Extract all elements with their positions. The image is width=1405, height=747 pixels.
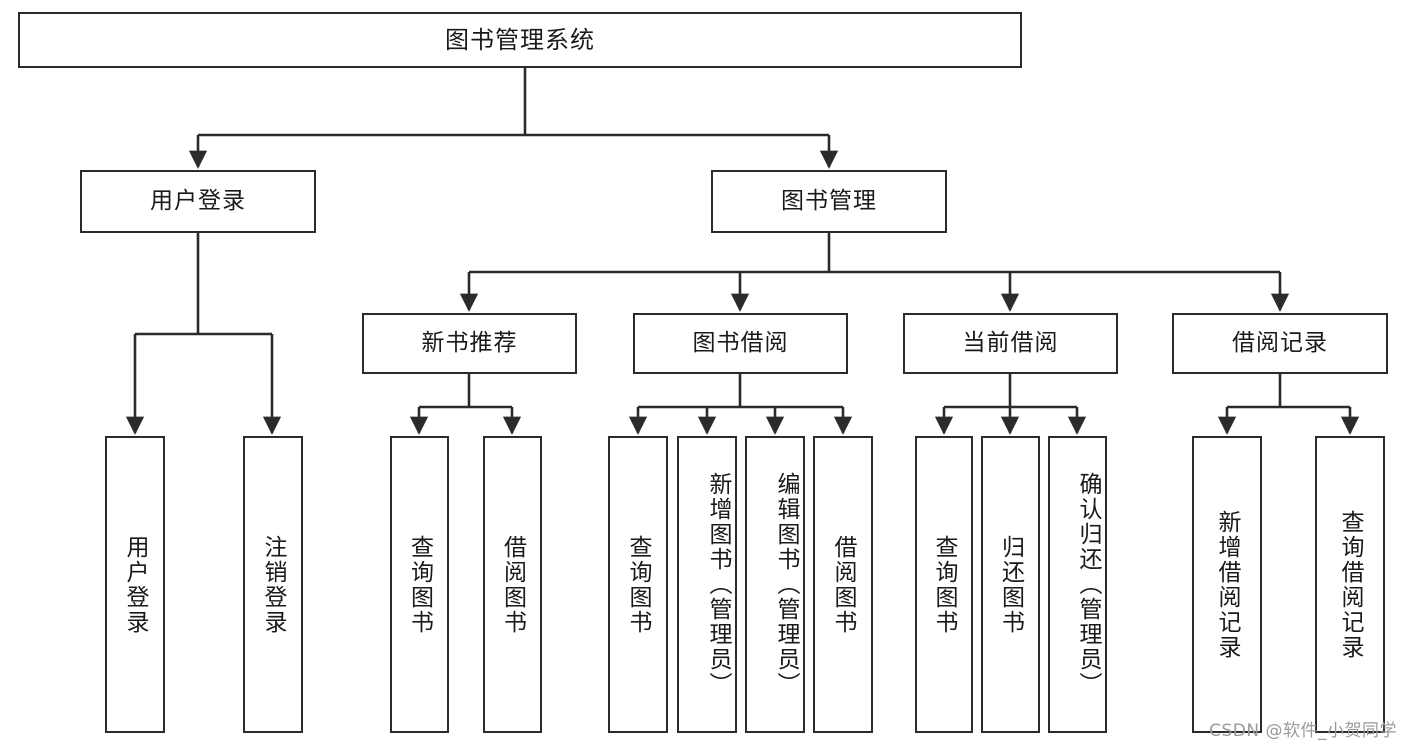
- node-label: 查询图书: [625, 534, 651, 635]
- node-label: 查询图书: [931, 534, 957, 635]
- node-label: 编辑图书（管理员）: [773, 472, 799, 697]
- node-label: 注销登录: [260, 534, 286, 635]
- node-label: 借阅记录: [1232, 329, 1328, 356]
- leaf-record-add[interactable]: 新增借阅记录: [1192, 436, 1262, 733]
- node-label: 确认归还（管理员）: [1075, 472, 1101, 697]
- node-current-borrow[interactable]: 当前借阅: [903, 313, 1118, 374]
- leaf-current-confirm-return[interactable]: 确认归还（管理员）: [1048, 436, 1107, 733]
- node-label: 借阅图书: [499, 534, 526, 635]
- leaf-borrow-query-book[interactable]: 查询图书: [608, 436, 668, 733]
- csdn-watermark: CSDN @软件_小贺同学: [1209, 721, 1397, 741]
- node-label: 借阅图书: [830, 534, 856, 635]
- node-label: 图书借阅: [692, 329, 789, 356]
- node-label: 归还图书: [997, 534, 1024, 635]
- leaf-record-query[interactable]: 查询借阅记录: [1315, 436, 1385, 733]
- node-root-library-system[interactable]: 图书管理系统: [18, 12, 1022, 68]
- leaf-logout-login[interactable]: 注销登录: [243, 436, 303, 733]
- leaf-new-book-borrow[interactable]: 借阅图书: [483, 436, 542, 733]
- node-label: 用户登录: [122, 534, 148, 635]
- node-label: 查询图书: [406, 534, 433, 635]
- leaf-user-login[interactable]: 用户登录: [105, 436, 165, 733]
- leaf-borrow-edit-book[interactable]: 编辑图书（管理员）: [745, 436, 805, 733]
- node-label: 当前借阅: [962, 329, 1059, 356]
- leaf-borrow-borrow-book[interactable]: 借阅图书: [813, 436, 873, 733]
- leaf-current-return-book[interactable]: 归还图书: [981, 436, 1040, 733]
- leaf-new-book-query[interactable]: 查询图书: [390, 436, 449, 733]
- node-borrow-record[interactable]: 借阅记录: [1172, 313, 1388, 374]
- node-user-login[interactable]: 用户登录: [80, 170, 316, 233]
- node-book-borrow[interactable]: 图书借阅: [633, 313, 848, 374]
- leaf-borrow-add-book[interactable]: 新增图书（管理员）: [677, 436, 737, 733]
- node-label: 图书管理系统: [445, 25, 595, 54]
- node-label: 新书推荐: [421, 329, 518, 356]
- node-new-book-recommend[interactable]: 新书推荐: [362, 313, 577, 374]
- node-label: 图书管理: [781, 187, 877, 214]
- node-label: 查询借阅记录: [1337, 509, 1363, 660]
- node-label: 新增借阅记录: [1214, 509, 1240, 660]
- leaf-current-query-book[interactable]: 查询图书: [915, 436, 973, 733]
- node-book-management[interactable]: 图书管理: [711, 170, 947, 233]
- node-label: 用户登录: [150, 187, 246, 214]
- node-label: 新增图书（管理员）: [705, 472, 731, 697]
